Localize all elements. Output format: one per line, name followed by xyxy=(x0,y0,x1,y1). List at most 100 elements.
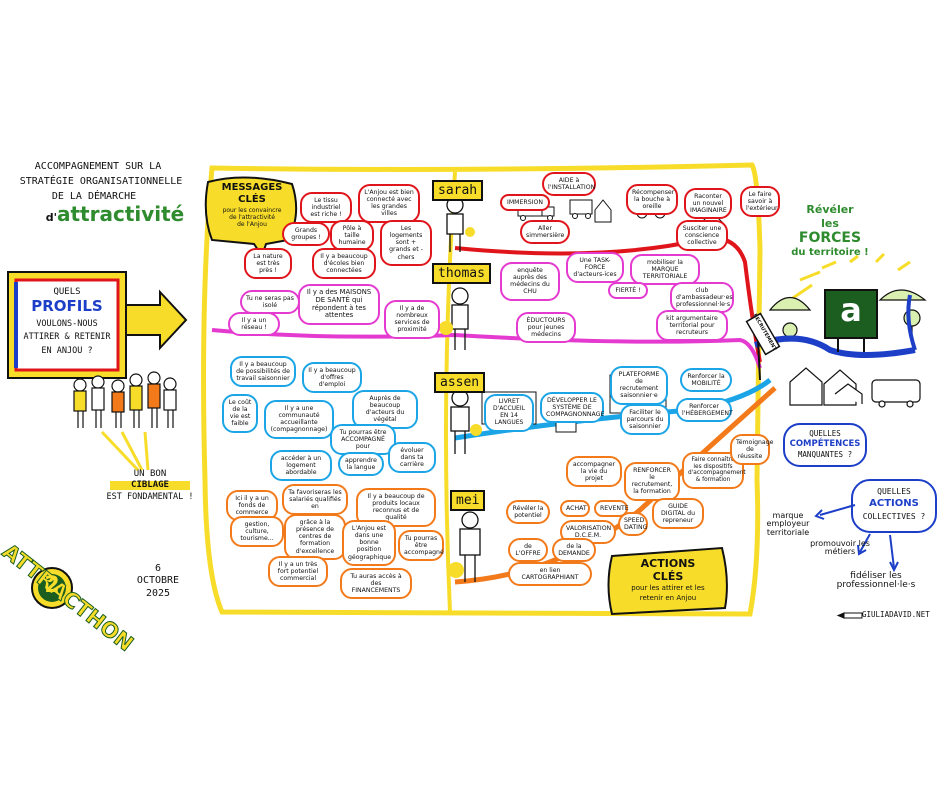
messages-cles-l4: de l'attractivité xyxy=(229,214,275,221)
action-bubble: ÉDUCTOURS pour jeunes médecins xyxy=(516,312,576,344)
messages-cles-l2: CLÉS xyxy=(238,194,266,205)
action-bubble: accompagner la vie du projet xyxy=(566,456,622,488)
reveler-l1: Révéler xyxy=(806,203,854,216)
name-assen: assen xyxy=(434,372,486,393)
message-bubble: Le tissu industriel est riche ! xyxy=(300,192,352,224)
message-bubble: Il y a une communauté accueillante (comp… xyxy=(264,400,334,439)
competences-l1: QUELLES xyxy=(809,429,841,438)
message-bubble: Les logements sont + grands et - chers xyxy=(380,220,432,266)
action-bubble: kit argumentaire territorial pour recrut… xyxy=(656,310,728,342)
profils-l4: ATTIRER & RETENIR xyxy=(23,332,111,342)
figure-sarah xyxy=(446,196,475,252)
messages-cles-l3: pour les convaincre xyxy=(222,207,282,214)
town xyxy=(789,367,921,408)
actions-cles-bubble xyxy=(607,546,728,616)
attracthon-number: 2 xyxy=(44,573,60,598)
ciblage-l3: EST FONDAMENTAL ! xyxy=(106,492,194,502)
action-bubble: en lien CARTOGRAPHIANT xyxy=(508,562,592,587)
yellow-frame xyxy=(201,162,763,617)
message-bubble: Grands groupes ! xyxy=(282,222,330,247)
figure-mei xyxy=(448,511,481,582)
profils-l1: QUELS xyxy=(53,287,81,297)
action-bubble: Renforcer l'HÉBERGEMENT xyxy=(676,398,733,423)
messages-cles-l1: MESSAGES xyxy=(221,182,283,193)
action-bubble: FIERTÉ ! xyxy=(608,282,648,300)
messages-cles-bubble xyxy=(204,176,298,259)
profils-l2: PROFILS xyxy=(31,297,103,315)
message-bubble: L'Anjou est bien connecté avec les grand… xyxy=(358,184,420,223)
reveler-l2: les xyxy=(821,217,839,230)
header-line2: STRATÉGIE ORGANISATIONNELLE xyxy=(19,176,183,187)
message-bubble: gestion, culture, tourisme... xyxy=(230,516,284,548)
name-thomas: thomas xyxy=(432,263,491,284)
outcome-marque: marque employeur territoriale xyxy=(766,511,810,537)
action-bubble: Une TASK-FORCE d'acteurs-ices xyxy=(566,252,624,284)
header-prefix: d' xyxy=(45,211,57,224)
message-bubble: Tu ne seras pas isolé xyxy=(240,290,300,315)
action-bubble: Faciliter le parcours du saisonnier xyxy=(620,404,670,436)
ciblage-l2: CIBLAGE xyxy=(110,480,190,491)
actions-cles-l4: retenir en Anjou xyxy=(639,594,697,602)
message-bubble: Il y a un très fort potentiel commercial xyxy=(268,556,328,588)
message-bubble: accéder à un logement abordable xyxy=(270,450,332,482)
messages-cles-l5: de l'Anjou xyxy=(237,221,267,228)
action-bubble: de la DEMANDE xyxy=(552,538,596,563)
actions-collectives-l2: ACTIONS xyxy=(869,498,919,509)
name-mei: mei xyxy=(450,490,486,511)
message-bubble: Tu pourras être ACCOMPAGNÉ pour xyxy=(330,424,396,456)
actions-cles-l2: CLÉS xyxy=(652,570,684,583)
actions-cles-l3: pour les attirer et les xyxy=(631,584,705,592)
action-bubble: Faire connaître les dispositifs d'accomp… xyxy=(682,452,746,489)
figure-thomas xyxy=(439,287,469,350)
profils-arrow xyxy=(125,289,188,351)
action-bubble: REVENTE xyxy=(594,500,629,518)
anjou-logo-letter: a xyxy=(840,291,862,329)
header-line1: ACCOMPAGNEMENT SUR LA xyxy=(34,161,162,172)
anjou-logo-board xyxy=(824,289,878,339)
arrows-right xyxy=(814,504,899,573)
figure-assen xyxy=(450,389,482,454)
action-bubble: DÉVELOPPER LE SYSTÈME DE COMPAGNONNAGE xyxy=(540,392,604,424)
action-bubble: de L'OFFRE xyxy=(508,538,548,563)
date-day: 6 xyxy=(154,563,162,574)
ciblage-rays xyxy=(100,430,150,472)
river xyxy=(754,335,916,358)
message-bubble: Ta favoriseras les salariés qualifiés en xyxy=(282,484,348,516)
action-bubble: AIDE à l'INSTALLATION xyxy=(542,172,596,197)
profils-l5: EN ANJOU ? xyxy=(41,346,93,356)
message-bubble: Il y a des MAISONS DE SANTÉ qui réponden… xyxy=(298,284,380,326)
action-bubble: RENFORCER le recrutement, la formation xyxy=(624,462,680,501)
message-bubble: L'Anjou est dans une bonne position géog… xyxy=(342,520,396,566)
message-bubble: Tu pourras être accompagné xyxy=(398,530,444,562)
date-year: 2025 xyxy=(145,588,171,599)
reveler-l4: du territoire ! xyxy=(791,247,869,258)
message-bubble: Le coût de la vie est faible xyxy=(222,394,258,433)
message-bubble: Pôle à taille humaine xyxy=(330,220,374,252)
road-sign xyxy=(745,312,781,356)
action-bubble: SPEED DATING xyxy=(618,512,648,537)
message-bubble: Il y a de nombreux services de proximité xyxy=(384,300,440,339)
action-bubble: ACHAT xyxy=(560,500,590,518)
pencil-icon xyxy=(836,612,863,619)
action-bubble: LIVRET D'ACCUEIL EN 14 LANGUES xyxy=(484,394,534,432)
people-group xyxy=(73,371,177,428)
action-bubble: enquête auprès des médecins du CHU xyxy=(500,262,560,301)
header-line4: d'attractivité xyxy=(30,204,200,225)
outcome-fideliser: fidéliser les professionnel·le·s xyxy=(836,571,916,591)
message-bubble: apprendre la langue xyxy=(338,452,384,477)
competences-bubble-frame xyxy=(783,423,867,467)
message-bubble: Il y a beaucoup de possibilités de trava… xyxy=(230,356,296,388)
name-sarah: sarah xyxy=(432,180,484,201)
credit-text: GIULIADAVID.NET xyxy=(862,610,930,619)
message-bubble: Il y a un réseau ! xyxy=(228,312,280,337)
profils-l3: VOULONS-NOUS xyxy=(36,319,98,329)
action-bubble: mobiliser la MARQUE TERRITORIALE xyxy=(630,254,700,286)
action-bubble: Renforcer la MOBILITÉ xyxy=(680,368,732,393)
attracthon-logo xyxy=(31,567,73,609)
header-attractivite: attractivité xyxy=(56,202,185,226)
action-bubble: Susciter une conscience collective xyxy=(676,220,728,252)
competences-l3: MANQUANTES ? xyxy=(797,450,853,459)
message-bubble: évoluer dans ta carrière xyxy=(388,442,436,474)
action-bubble: GUIDE DIGITAL du repreneur xyxy=(652,498,704,530)
